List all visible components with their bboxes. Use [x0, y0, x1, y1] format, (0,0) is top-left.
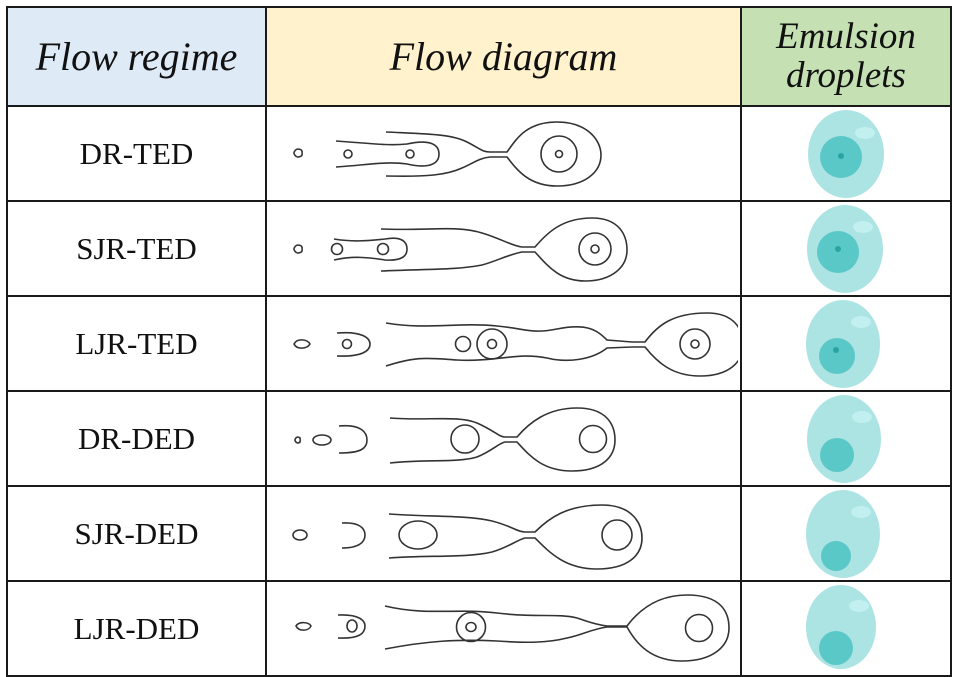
middle-drop-ring [476, 328, 508, 360]
middle-drop-ring [455, 611, 487, 643]
droplet-core [819, 631, 853, 665]
droplet-core [819, 338, 855, 374]
emulsion-droplet-cell [740, 390, 952, 487]
droplet-ljr-ded [806, 585, 876, 669]
flow-diagram-ljr-ded [295, 594, 730, 662]
droplet-highlight [853, 221, 873, 233]
tip-meniscus [293, 148, 303, 158]
middle-meniscus [341, 522, 366, 549]
tip-drop [293, 339, 311, 349]
emulsion-droplet-cell [740, 485, 952, 582]
tip-meniscus [293, 244, 303, 254]
header-droplets-text: droplets [786, 54, 906, 96]
droplet-ljr-ted [806, 300, 880, 388]
middle-drop [578, 424, 608, 454]
middle-drop-ring [540, 135, 578, 173]
middle-drop [684, 613, 714, 643]
regime-label: SJR-TED [6, 200, 267, 297]
droplet-highlight [851, 506, 871, 518]
header-flow-diagram: Flow diagram [265, 6, 742, 107]
outer-jet [384, 594, 730, 662]
middle-meniscus [338, 424, 368, 454]
inner-drop [330, 242, 344, 256]
outer-jet [380, 217, 628, 282]
flow-diagram-dr-ded [294, 407, 616, 472]
droplet-sjr-ted [807, 205, 883, 293]
regime-label: DR-TED [6, 105, 267, 202]
inner-drop [405, 149, 415, 159]
table-row: DR-TED [6, 105, 952, 202]
flow-diagram-cell [265, 200, 742, 297]
middle-meniscus [336, 331, 371, 357]
outer-jet [388, 504, 643, 570]
emulsion-droplet-cell [740, 580, 952, 677]
flow-diagram-cell [265, 485, 742, 582]
middle-jet [335, 140, 440, 168]
tip-drop [312, 434, 332, 446]
table-row: LJR-DED [6, 580, 952, 677]
flow-regime-table: Flow regime Flow diagram Emulsion drople… [6, 6, 952, 677]
droplet-inner-core [838, 153, 844, 159]
tip-meniscus [294, 436, 301, 444]
droplet-inner-core [835, 246, 841, 252]
table-row: SJR-DED [6, 485, 952, 582]
inner-core [486, 338, 498, 350]
droplet-inner-core [833, 347, 839, 353]
regime-label: DR-DED [6, 390, 267, 487]
inner-drop [376, 242, 390, 256]
inner-drop [343, 149, 353, 159]
droplet-highlight [852, 411, 872, 423]
flow-diagram-cell [265, 105, 742, 202]
droplet-core [820, 438, 854, 472]
middle-drop [398, 520, 438, 550]
flow-diagram-sjr-ted [293, 217, 628, 282]
flow-diagram-ljr-ted [293, 312, 738, 377]
tip-drop [292, 529, 308, 541]
inner-core [465, 621, 477, 633]
outer-jet-upper [385, 121, 602, 187]
droplet-sjr-ded [806, 490, 880, 578]
droplet-highlight [849, 600, 869, 612]
flow-diagram-cell [265, 580, 742, 677]
middle-jet [333, 237, 408, 261]
table-row: LJR-TED [6, 295, 952, 392]
emulsion-droplet-cell [740, 200, 952, 297]
table-row: DR-DED [6, 390, 952, 487]
header-flow-diagram-text: Flow diagram [389, 33, 618, 79]
middle-drop-ring [679, 328, 711, 360]
flow-diagram-cell [265, 390, 742, 487]
inner-core [554, 149, 564, 159]
header-flow-regime: Flow regime [6, 6, 267, 107]
droplet-highlight [855, 127, 875, 139]
flow-diagram-cell [265, 295, 742, 392]
inner-core [690, 339, 700, 349]
tip-drop [295, 621, 312, 631]
inner-drop [346, 619, 358, 633]
regime-label: LJR-DED [6, 580, 267, 677]
header-emulsion-text: Emulsion [776, 15, 916, 57]
outer-jet [389, 407, 616, 472]
emulsion-droplet-cell [740, 295, 952, 392]
middle-drop-ring [578, 232, 612, 266]
outer-jet [385, 312, 738, 377]
droplet-dr-ted [808, 110, 884, 198]
flow-diagram-sjr-ded [292, 504, 643, 570]
emulsion-droplet-cell [740, 105, 952, 202]
droplet-dr-ded [807, 395, 881, 483]
inner-drop [341, 338, 353, 350]
header-emulsion-droplets: Emulsion droplets [740, 6, 952, 107]
inner-core [590, 244, 600, 254]
table-row: SJR-TED [6, 200, 952, 297]
middle-drop [454, 335, 472, 353]
middle-drop [601, 519, 633, 551]
middle-drop [450, 424, 480, 454]
regime-label: SJR-DED [6, 485, 267, 582]
header-row: Flow regime Flow diagram Emulsion drople… [6, 6, 952, 107]
middle-meniscus [337, 614, 366, 639]
regime-label: LJR-TED [6, 295, 267, 392]
droplet-core [821, 541, 851, 571]
flow-diagram-dr-ted [293, 121, 602, 187]
header-flow-regime-text: Flow regime [35, 33, 238, 79]
droplet-highlight [851, 316, 871, 328]
